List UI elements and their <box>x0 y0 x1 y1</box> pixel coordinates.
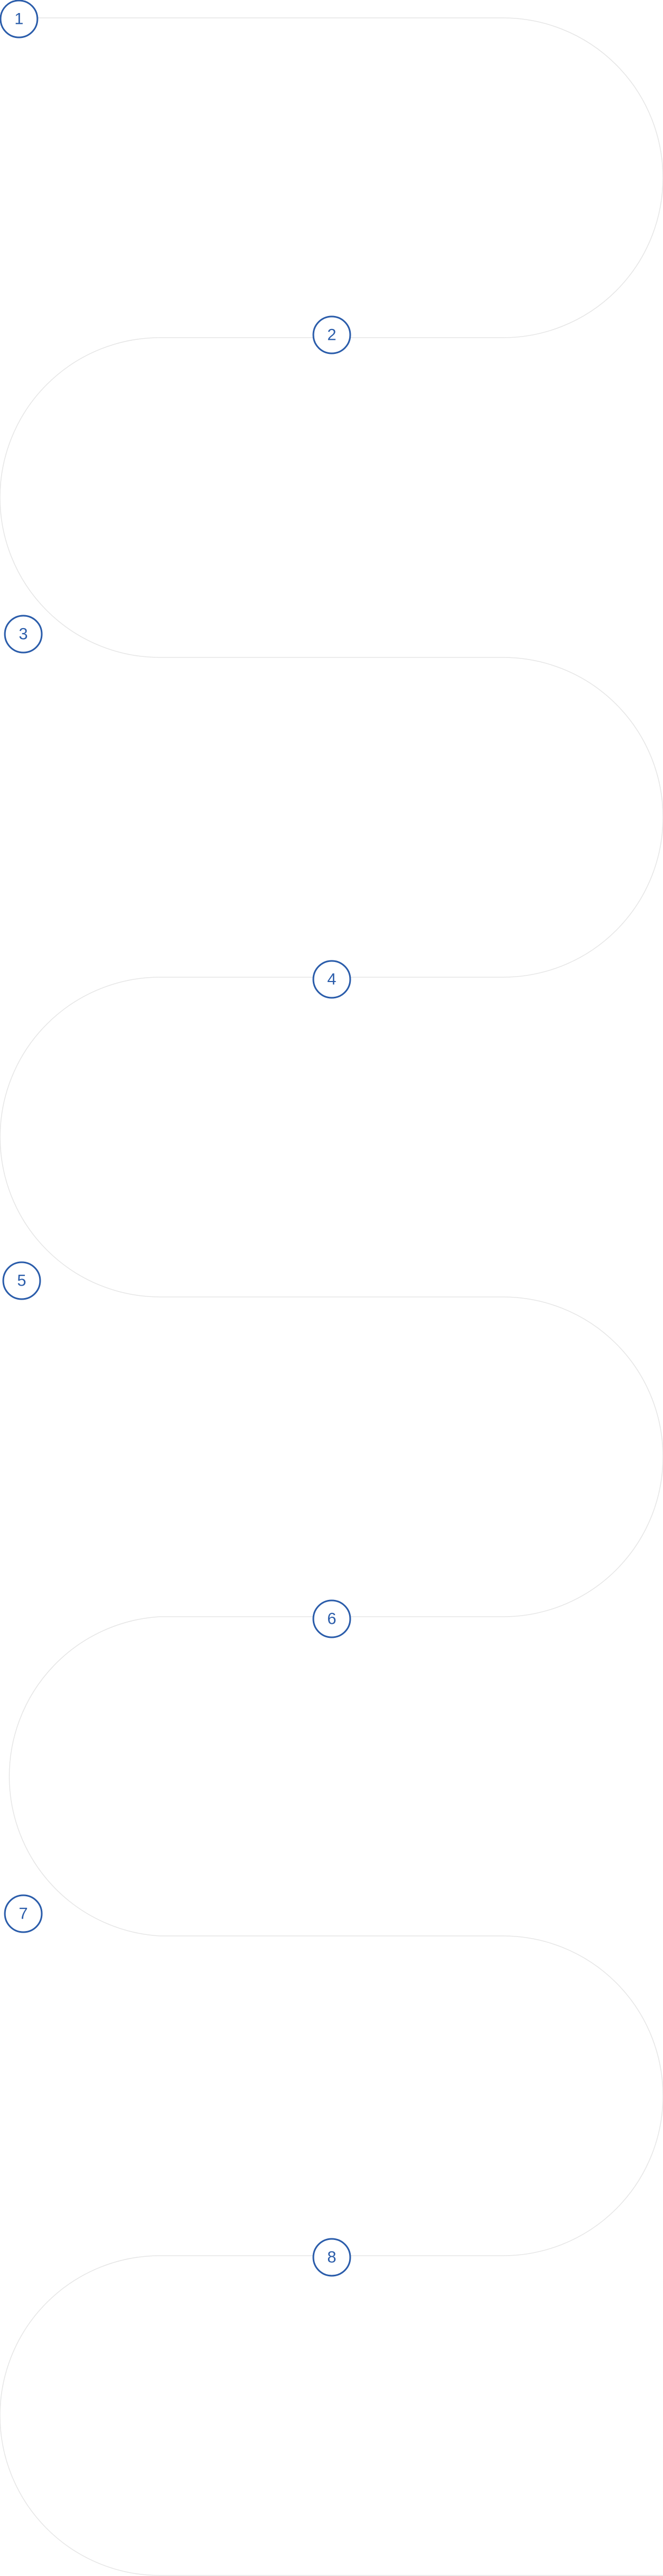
step-number: 2 <box>327 326 337 344</box>
step-number: 6 <box>327 1610 337 1628</box>
step-marker-2: 2 <box>312 315 351 354</box>
step-number: 3 <box>19 625 28 643</box>
step-marker-3: 3 <box>4 615 43 654</box>
step-number: 5 <box>17 1272 27 1290</box>
step-number: 1 <box>15 10 24 28</box>
serpentine-path <box>0 17 663 2576</box>
step-marker-6: 6 <box>312 1599 351 1638</box>
step-number: 8 <box>327 2249 337 2267</box>
step-marker-8: 8 <box>312 2238 351 2277</box>
step-marker-4: 4 <box>312 960 351 999</box>
step-number: 7 <box>19 1905 28 1923</box>
step-marker-7: 7 <box>4 1894 43 1933</box>
step-marker-5: 5 <box>2 1261 41 1300</box>
step-number: 4 <box>327 971 337 989</box>
step-marker-1: 1 <box>0 0 38 38</box>
